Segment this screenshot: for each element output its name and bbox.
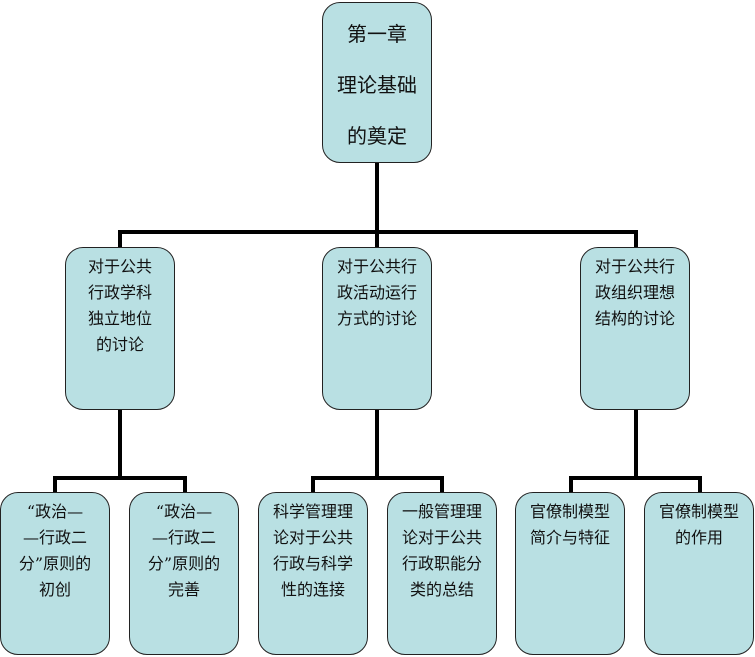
node-independent-status: 对于公共 行政学科 独立地位 的讨论 — [65, 247, 175, 410]
node-text: 的讨论 — [95, 335, 144, 354]
connector — [375, 410, 379, 480]
node-text: 独立地位 — [87, 309, 152, 328]
node-operation-mode: 对于公共行 政活动运行 方式的讨论 — [322, 247, 432, 410]
connector — [634, 410, 638, 480]
node-text: 行政与科学 — [272, 554, 353, 573]
node-text: 官僚制模型 — [529, 502, 610, 521]
node-text: 政活动运行 — [336, 283, 417, 302]
node-text: 结构的讨论 — [594, 309, 675, 328]
connector — [118, 230, 122, 247]
node-bureaucracy-role: 官僚制模型 的作用 — [644, 492, 754, 655]
connector — [569, 476, 573, 492]
node-text: 的奠定 — [347, 124, 407, 148]
node-text: 方式的讨论 — [336, 309, 417, 328]
connector — [698, 476, 702, 492]
connector — [118, 410, 122, 480]
connector — [634, 230, 638, 247]
node-text: 论对于公共 — [401, 528, 482, 547]
connector — [311, 476, 315, 492]
node-text: 科学管理理 — [272, 502, 353, 521]
node-text: 行政职能分 — [401, 554, 482, 573]
node-text: 性的连接 — [280, 580, 345, 599]
connector — [569, 476, 702, 480]
node-text: “政治— — [155, 502, 213, 521]
node-organization-structure: 对于公共行 政组织理想 结构的讨论 — [580, 247, 690, 410]
connector — [53, 476, 57, 492]
node-text: 完善 — [167, 580, 200, 599]
node-text: 一般管理理 — [401, 502, 482, 521]
node-text: 初创 — [38, 580, 71, 599]
connector — [53, 476, 187, 480]
connector — [440, 476, 444, 492]
root-node: 第一章 理论基础 的奠定 — [322, 2, 432, 163]
node-dichotomy-origin: “政治— —行政二 分”原则的 初创 — [0, 492, 110, 655]
node-scientific-management: 科学管理理 论对于公共 行政与科学 性的连接 — [258, 492, 368, 655]
node-text: 的作用 — [674, 528, 723, 547]
connector — [375, 230, 379, 247]
connector — [375, 163, 379, 234]
node-text: 对于公共 — [87, 257, 152, 276]
node-text: 政组织理想 — [594, 283, 675, 302]
node-text: 简介与特征 — [529, 528, 610, 547]
node-text: —行政二 — [151, 528, 216, 547]
node-text: 行政学科 — [87, 283, 152, 302]
node-dichotomy-refinement: “政治— —行政二 分”原则的 完善 — [129, 492, 239, 655]
node-text: —行政二 — [22, 528, 87, 547]
node-text: 官僚制模型 — [658, 502, 739, 521]
node-text: 第一章 — [347, 22, 407, 46]
node-general-management: 一般管理理 论对于公共 行政职能分 类的总结 — [387, 492, 497, 655]
connector — [183, 476, 187, 492]
node-text: “政治— — [26, 502, 84, 521]
node-bureaucracy-features: 官僚制模型 简介与特征 — [515, 492, 625, 655]
node-text: 分”原则的 — [18, 554, 92, 573]
node-text: 对于公共行 — [594, 257, 675, 276]
node-text: 理论基础 — [337, 73, 417, 97]
node-text: 对于公共行 — [336, 257, 417, 276]
node-text: 分”原则的 — [147, 554, 221, 573]
node-text: 论对于公共 — [272, 528, 353, 547]
connector — [311, 476, 444, 480]
node-text: 类的总结 — [409, 580, 474, 599]
